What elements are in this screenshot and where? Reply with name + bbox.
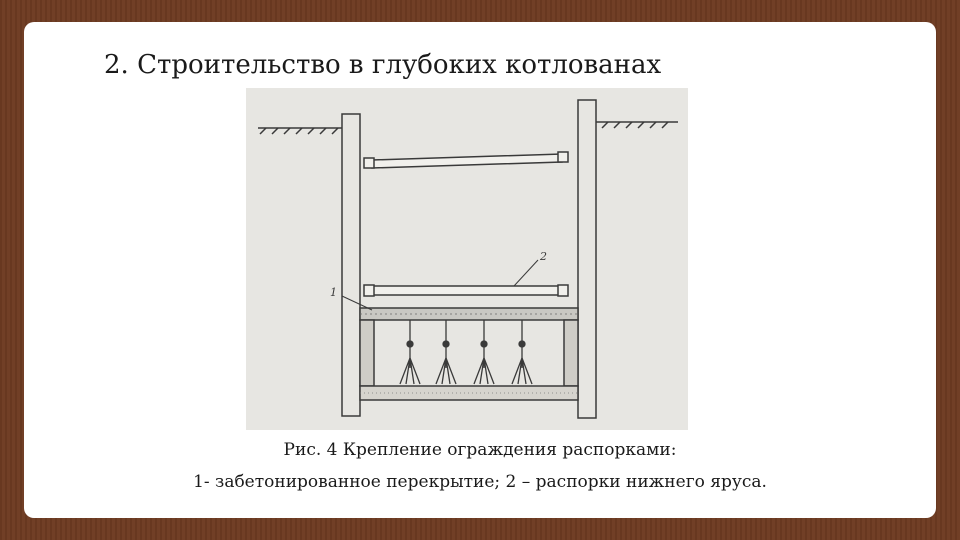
left-retaining-wall	[341, 113, 361, 417]
slide-panel: 2. Строительство в глубоких котлованах	[24, 22, 936, 518]
lower-strut	[363, 284, 569, 297]
callout-2-label: 2	[539, 250, 547, 263]
strut-bracing-diagram: 1 2	[258, 99, 678, 419]
hanging-supports	[399, 320, 533, 385]
support-1	[399, 320, 421, 385]
callout-1-leader	[341, 295, 373, 311]
support-4	[511, 320, 533, 385]
callout-1-label: 1	[330, 286, 337, 299]
slide-title: 2. Строительство в глубоких котлованах	[104, 50, 662, 80]
upper-strut	[363, 151, 569, 169]
concrete-slab	[359, 307, 579, 401]
figure-caption-line-1: Рис. 4 Крепление ограждения распорками:	[283, 440, 677, 460]
support-3	[473, 320, 495, 385]
callout-2-leader	[513, 259, 539, 287]
diagram-figure: 1 2	[246, 88, 688, 430]
ground-right	[596, 121, 678, 129]
ground-left	[258, 127, 342, 135]
figure-caption-line-2: 1- забетонированное перекрытие; 2 – расп…	[193, 472, 767, 492]
right-retaining-wall	[577, 99, 597, 419]
support-2	[435, 320, 457, 385]
